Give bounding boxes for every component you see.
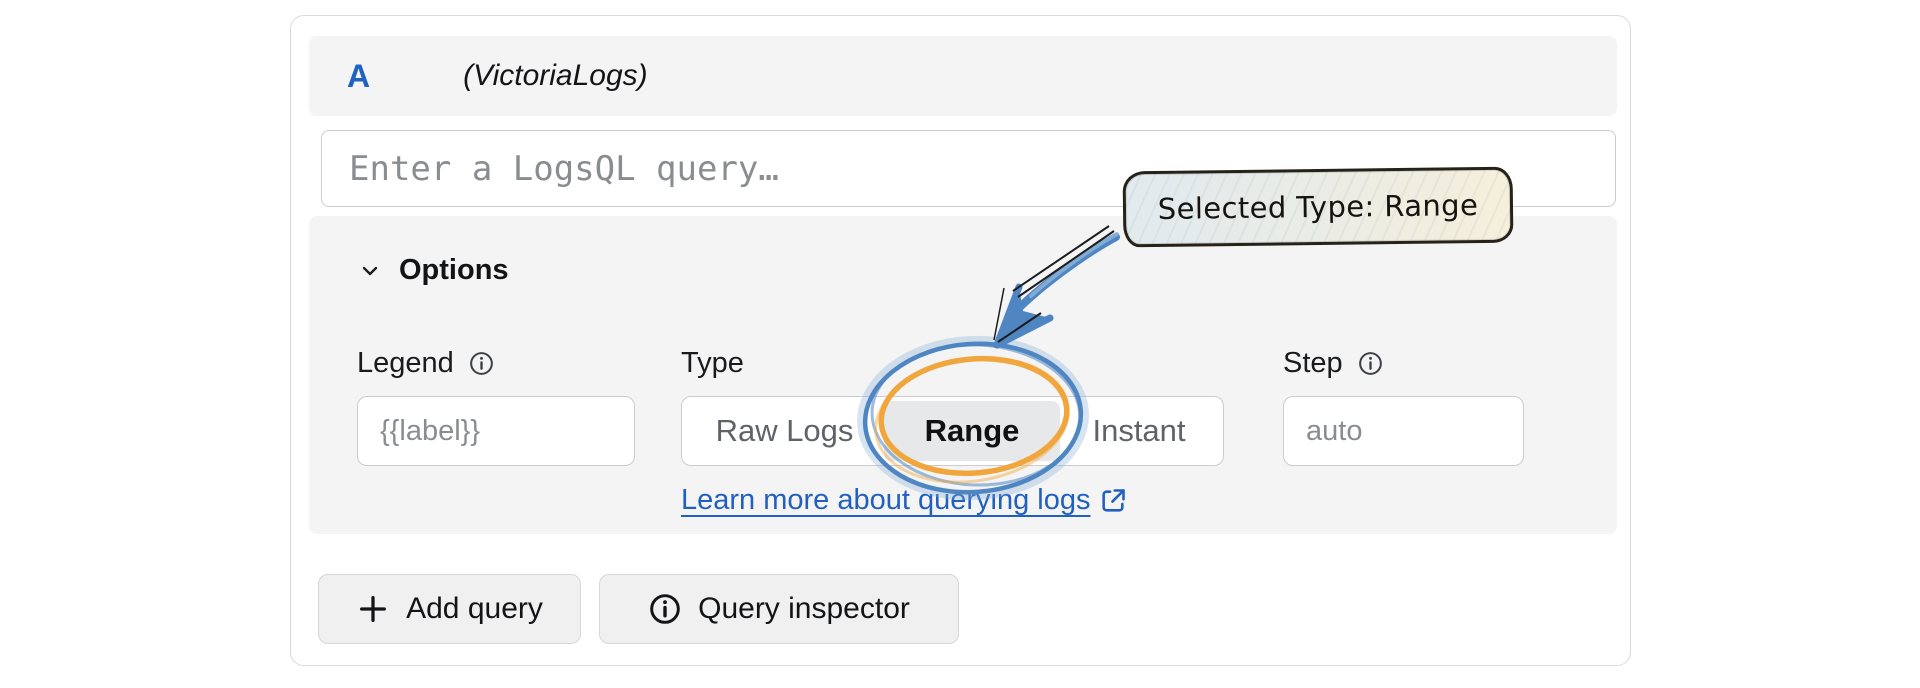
step-label: Step xyxy=(1283,346,1343,379)
learn-more-link[interactable]: Learn more about querying logs xyxy=(681,484,1091,516)
plus-icon xyxy=(356,592,390,626)
info-icon[interactable] xyxy=(468,350,495,377)
legend-field: Legend xyxy=(357,346,635,466)
annotation-callout: Selected Type: Range xyxy=(1122,166,1514,248)
query-actions-row: Add query Query inspector xyxy=(318,574,959,644)
legend-input[interactable] xyxy=(357,396,635,466)
options-collapse-toggle[interactable]: Options xyxy=(358,254,509,287)
info-icon[interactable] xyxy=(1357,350,1384,377)
options-section: Options Legend Type Raw Logs xyxy=(309,216,1617,534)
circle-info-icon xyxy=(648,592,682,626)
step-label-row: Step xyxy=(1283,346,1524,380)
type-option-raw-logs[interactable]: Raw Logs xyxy=(685,401,884,461)
external-link-icon xyxy=(1099,487,1127,515)
type-option-range[interactable]: Range xyxy=(884,401,1060,461)
chevron-down-icon xyxy=(358,259,382,283)
type-field: Type Raw Logs Range Instant xyxy=(681,346,1224,466)
query-ref-id: A xyxy=(347,57,371,94)
learn-more-row: Learn more about querying logs xyxy=(681,484,1127,517)
query-inspector-button[interactable]: Query inspector xyxy=(599,574,959,644)
add-query-label: Add query xyxy=(406,592,543,625)
query-editor-panel: A (VictoriaLogs) Options Legend xyxy=(290,15,1631,666)
datasource-name: (VictoriaLogs) xyxy=(463,59,648,92)
legend-label: Legend xyxy=(357,346,454,379)
type-segmented-control: Raw Logs Range Instant xyxy=(681,396,1224,466)
type-label: Type xyxy=(681,346,744,379)
annotation-callout-text: Selected Type: Range xyxy=(1157,188,1479,226)
legend-label-row: Legend xyxy=(357,346,635,380)
type-option-instant[interactable]: Instant xyxy=(1060,401,1218,461)
options-title: Options xyxy=(399,254,509,286)
add-query-button[interactable]: Add query xyxy=(318,574,581,644)
query-inspector-label: Query inspector xyxy=(698,592,910,625)
type-label-row: Type xyxy=(681,346,1224,380)
step-input[interactable] xyxy=(1283,396,1524,466)
step-field: Step xyxy=(1283,346,1524,466)
query-header-row[interactable]: A (VictoriaLogs) xyxy=(309,36,1617,116)
